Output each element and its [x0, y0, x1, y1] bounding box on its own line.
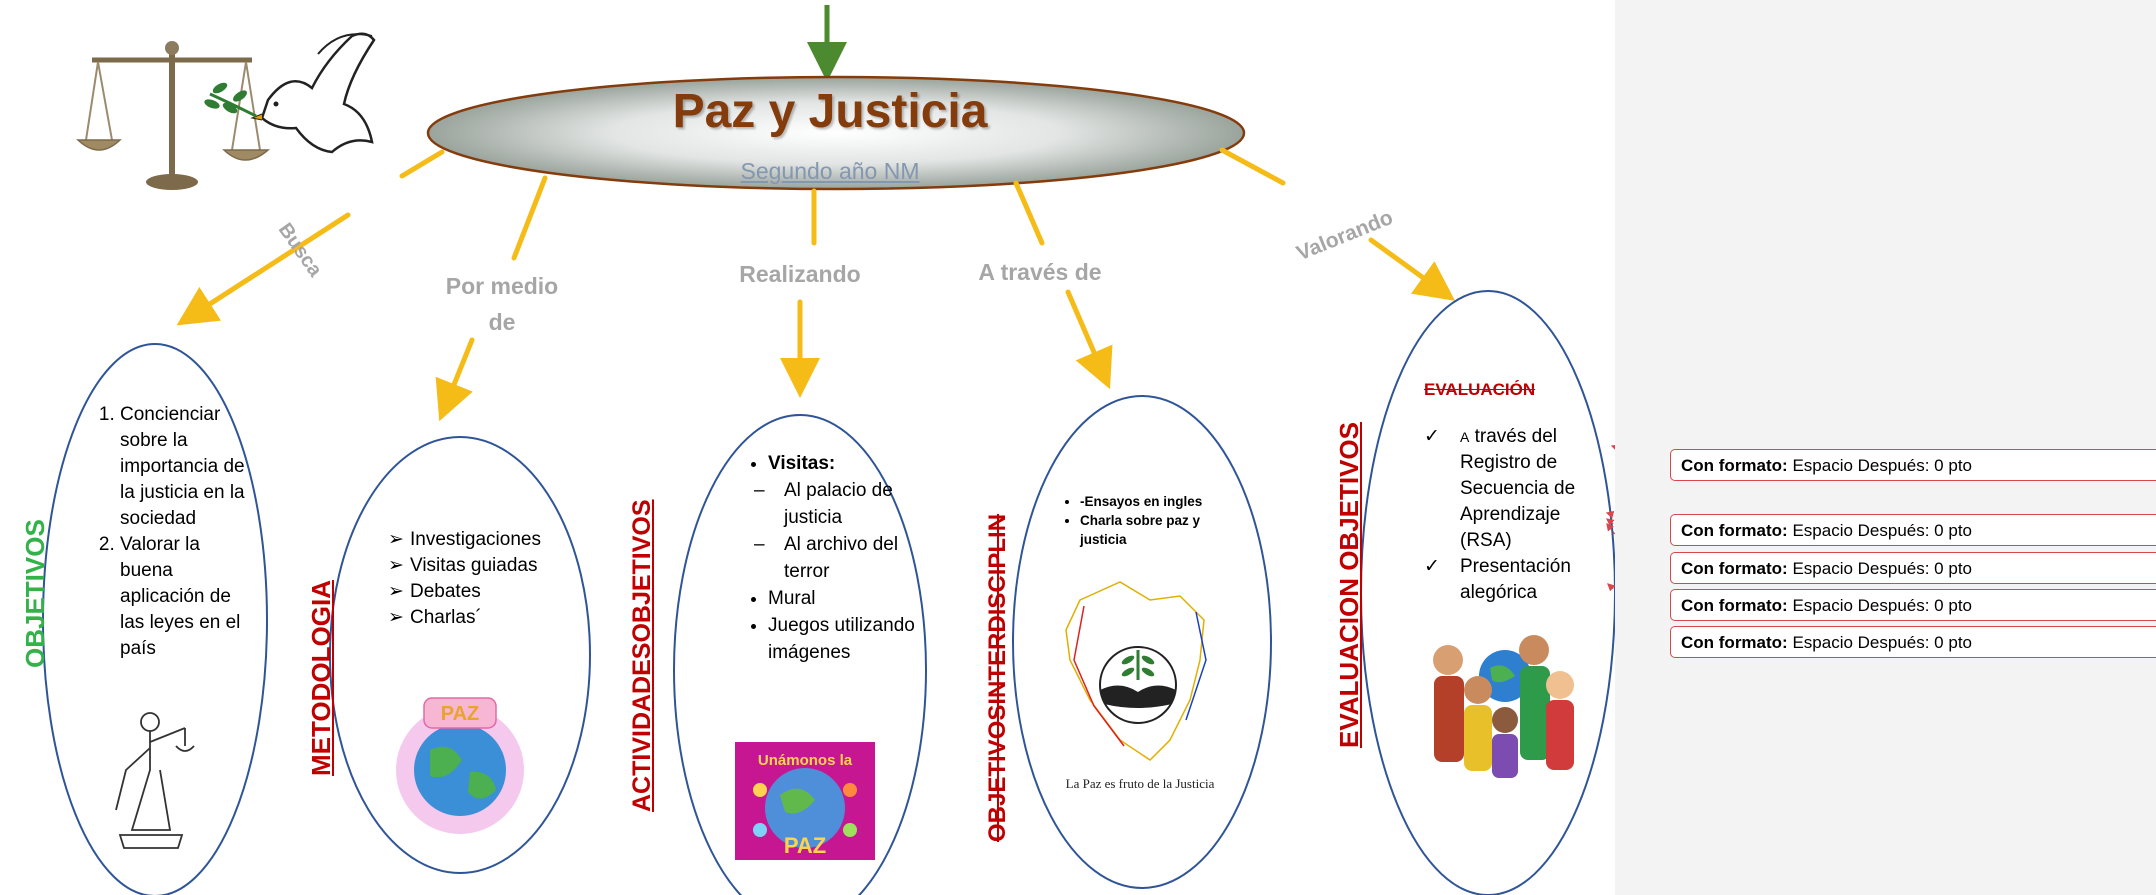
format-callout-1[interactable]: Con formato: Espacio Después: 0 pto — [1670, 449, 2156, 481]
metodologia-item-4: ➢Charlas´ — [388, 607, 482, 628]
ellipse-metodologia — [329, 436, 591, 874]
format-callout-4[interactable]: Con formato: Espacio Después: 0 pto — [1670, 589, 2156, 621]
check-icon: ✓ — [1424, 426, 1440, 447]
label-objetivos: OBJETIVOS — [20, 519, 50, 668]
format-callout-3[interactable]: Con formato: Espacio Después: 0 pto — [1670, 552, 2156, 584]
main-title: Paz y Justicia — [672, 85, 988, 138]
label-a-traves-de: A través de — [978, 259, 1102, 285]
connector-a-traves-upper — [1013, 180, 1045, 246]
ellipse-interdisciplin — [1012, 395, 1272, 889]
poster-top-text: Unámonos la — [758, 752, 853, 769]
label-metodologia: METODOLOGIA — [306, 580, 336, 776]
comment-margin-pane — [1615, 0, 2156, 895]
interdisciplin-item-2: Charla sobre paz y justicia — [1080, 511, 1240, 549]
subtitle: Segundo año NM — [740, 158, 920, 184]
connector-valorando-lower — [1368, 237, 1456, 301]
earth-paz-picture: PAZ — [396, 697, 524, 834]
label-actividades: ACTIVIDADESOBJETIVOS — [628, 499, 656, 812]
actividades-list: Visitas: –Al palacio de justicia –Al arc… — [734, 450, 924, 666]
ellipse-objetivos — [42, 343, 268, 895]
label-por-medio-de: Por medio de — [445, 273, 559, 335]
actividades-head: Visitas: — [768, 450, 924, 477]
connector-a-traves-lower — [1065, 289, 1113, 390]
metodologia-list: ➢Investigaciones ➢Visitas guiadas ➢Debat… — [384, 527, 584, 631]
evaluacion-heading: EVALUACIÓN — [1424, 380, 1536, 399]
objetivos-list: Concienciar sobre la importancia de la j… — [86, 402, 246, 662]
dove-of-peace-picture — [204, 32, 376, 154]
check-icon: ✓ — [1424, 556, 1440, 577]
connector-valorando-upper — [1219, 147, 1286, 186]
paz-poster-picture: Unámonos la PAZ — [735, 742, 875, 860]
metodologia-item-1: ➢Investigaciones — [388, 529, 541, 550]
connector-por-medio-upper — [511, 175, 548, 261]
diagram-canvas: PAZ Unámonos la PAZ — [42, 5, 1615, 895]
ellipse-actividades — [673, 414, 927, 895]
label-realizando: Realizando — [739, 261, 861, 287]
objetivos-item-2: Valorar la buena aplicación de las leyes… — [120, 532, 246, 662]
children-globe-picture — [1433, 635, 1574, 778]
branch-ellipses — [42, 290, 1615, 895]
central-oval — [426, 75, 1246, 191]
connector-por-medio-lower — [435, 337, 475, 422]
lady-justice-picture — [115, 712, 195, 849]
label-evaluacion: EVALUACION OBJETIVOS — [1334, 421, 1364, 748]
colombia-handshake-picture — [1065, 581, 1207, 761]
actividades-item-1: Mural — [768, 585, 924, 612]
evaluacion-list: ✓A través del Registro de Secuencia de A… — [1420, 424, 1592, 606]
branch-connectors — [176, 147, 1456, 422]
objetivos-item-1: Concienciar sobre la importancia de la j… — [120, 402, 246, 532]
interdisciplin-image-caption: La Paz es fruto de la Justicia — [1065, 776, 1215, 791]
scales-of-justice-picture — [76, 41, 271, 190]
format-callout-5[interactable]: Con formato: Espacio Después: 0 pto — [1670, 626, 2156, 658]
label-interdisciplin: OBJETIVOSINTERDISCIPLIN — [984, 513, 1011, 842]
poster-bottom-text: PAZ — [784, 833, 826, 858]
evaluacion-item-2: ✓Presentación alegórica — [1424, 556, 1571, 603]
actividades-sub-2: –Al archivo del terror — [754, 534, 899, 582]
actividades-sub-1: –Al palacio de justicia — [754, 480, 893, 528]
ellipse-evaluacion — [1360, 290, 1615, 895]
document-page: PAZ Unámonos la PAZ — [0, 0, 1615, 895]
actividades-item-2: Juegos utilizando imágenes — [768, 612, 924, 666]
interdisciplin-list: -Ensayos en ingles Charla sobre paz y ju… — [1050, 492, 1240, 549]
format-callout-2[interactable]: Con formato: Espacio Después: 0 pto — [1670, 514, 2156, 546]
interdisciplin-item-1: -Ensayos en ingles — [1080, 492, 1240, 511]
paz-badge-text: PAZ — [441, 703, 480, 725]
metodologia-item-2: ➢Visitas guiadas — [388, 555, 538, 576]
connector-busca-lower — [176, 212, 351, 326]
evaluacion-item-1: ✓A través del Registro de Secuencia de A… — [1424, 426, 1576, 551]
connector-busca-upper — [399, 149, 445, 179]
metodologia-item-3: ➢Debates — [388, 581, 481, 602]
